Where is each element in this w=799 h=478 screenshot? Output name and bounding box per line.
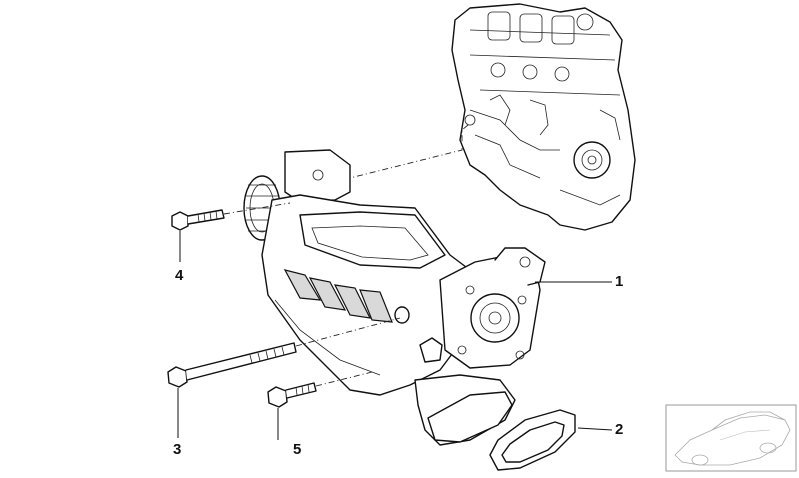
callout-1: 1	[615, 273, 624, 290]
bolt-3-axis-line	[295, 317, 401, 347]
gasket-icon	[489, 409, 576, 471]
bolt-5-axis-line	[315, 371, 373, 387]
bolt-icon	[171, 209, 225, 231]
bolt-icon	[167, 342, 297, 388]
callout-2: 2	[615, 421, 624, 438]
engine-block-icon	[451, 3, 636, 231]
callout-4: 4	[175, 267, 184, 284]
car-thumbnail-icon	[665, 404, 797, 472]
callout-5: 5	[293, 441, 302, 458]
supercharger-assembly-icon	[243, 149, 546, 446]
bolt-4-axis-line	[223, 202, 291, 215]
leader-line-2	[577, 427, 613, 431]
assembly-axis-line	[349, 124, 469, 179]
bolt-icon	[267, 382, 317, 408]
callout-3: 3	[173, 441, 182, 458]
